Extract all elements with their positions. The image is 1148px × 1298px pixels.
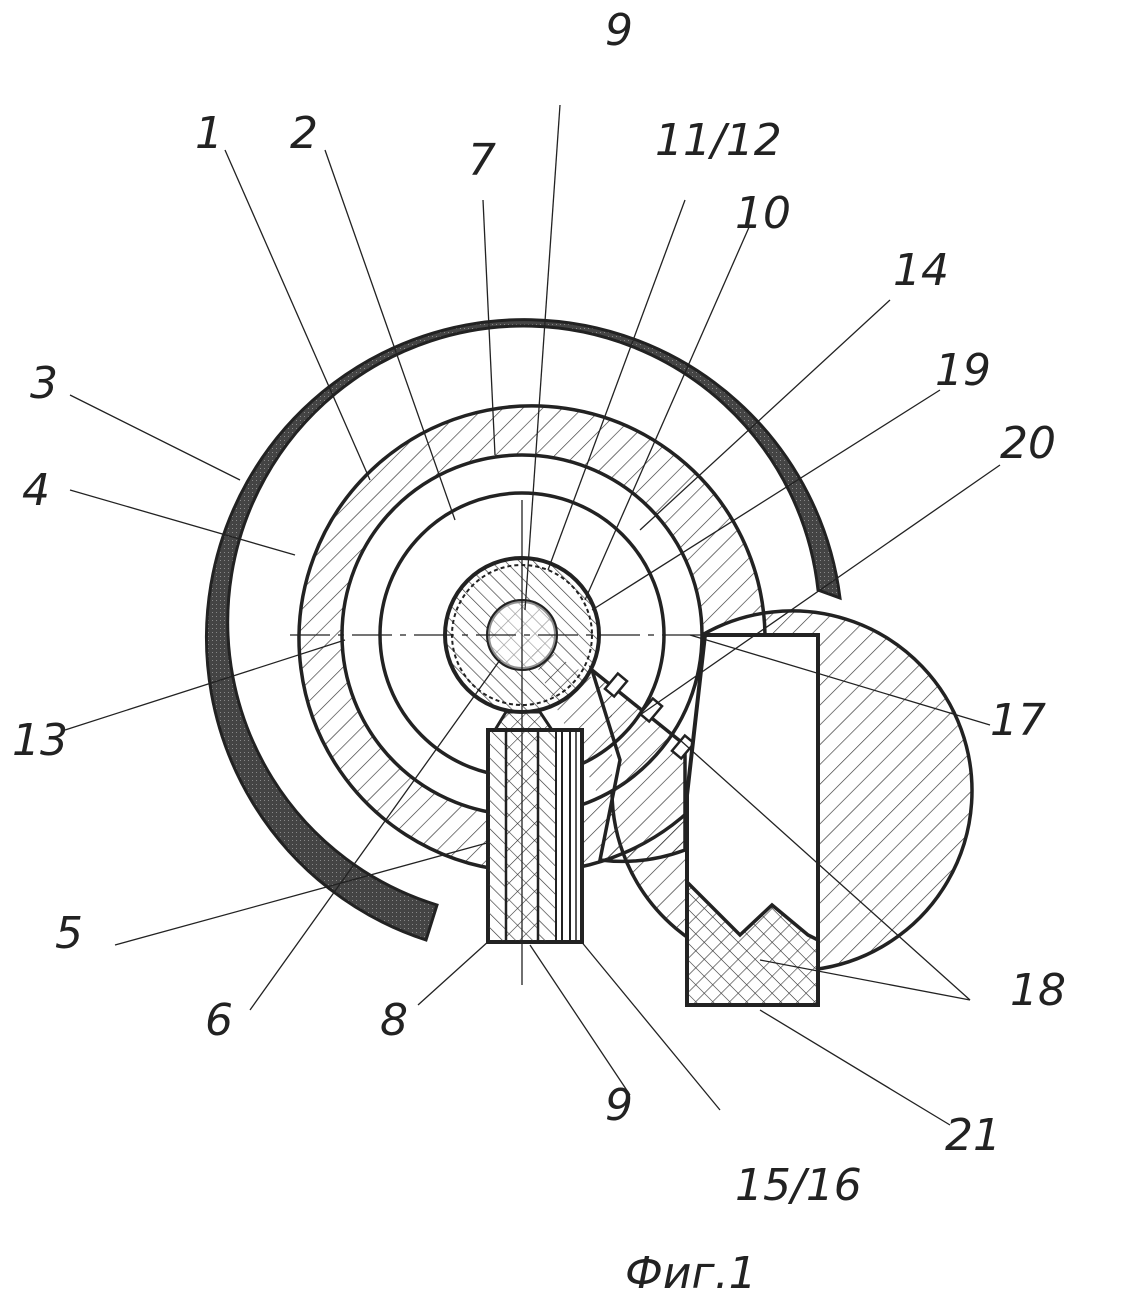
figure-caption: Фиг.1 bbox=[625, 1248, 757, 1298]
label-19: 19 bbox=[935, 345, 991, 396]
lever-arm bbox=[588, 665, 687, 864]
label-6: 6 bbox=[205, 995, 233, 1046]
label-18: 18 bbox=[1010, 965, 1066, 1016]
leader-lines bbox=[64, 104, 1001, 1126]
label-5: 5 bbox=[55, 908, 83, 959]
outer-shell-3 bbox=[204, 318, 842, 942]
label-9-top: 9 bbox=[605, 5, 633, 56]
label-7: 7 bbox=[468, 135, 496, 186]
label-4: 4 bbox=[22, 465, 50, 516]
label-3: 3 bbox=[30, 358, 58, 409]
label-14: 14 bbox=[893, 245, 949, 296]
label-20: 20 bbox=[1000, 418, 1056, 469]
label-11-12: 11/12 bbox=[655, 115, 782, 166]
label-17: 17 bbox=[990, 695, 1046, 746]
label-1: 1 bbox=[195, 108, 223, 159]
filler-21 bbox=[685, 877, 820, 1007]
label-10: 10 bbox=[735, 188, 791, 239]
label-15-16: 15/16 bbox=[735, 1160, 862, 1211]
label-13: 13 bbox=[12, 715, 68, 766]
label-21: 21 bbox=[945, 1110, 1001, 1161]
label-9-bottom: 9 bbox=[605, 1080, 633, 1131]
label-2: 2 bbox=[290, 108, 318, 159]
label-8: 8 bbox=[380, 995, 408, 1046]
